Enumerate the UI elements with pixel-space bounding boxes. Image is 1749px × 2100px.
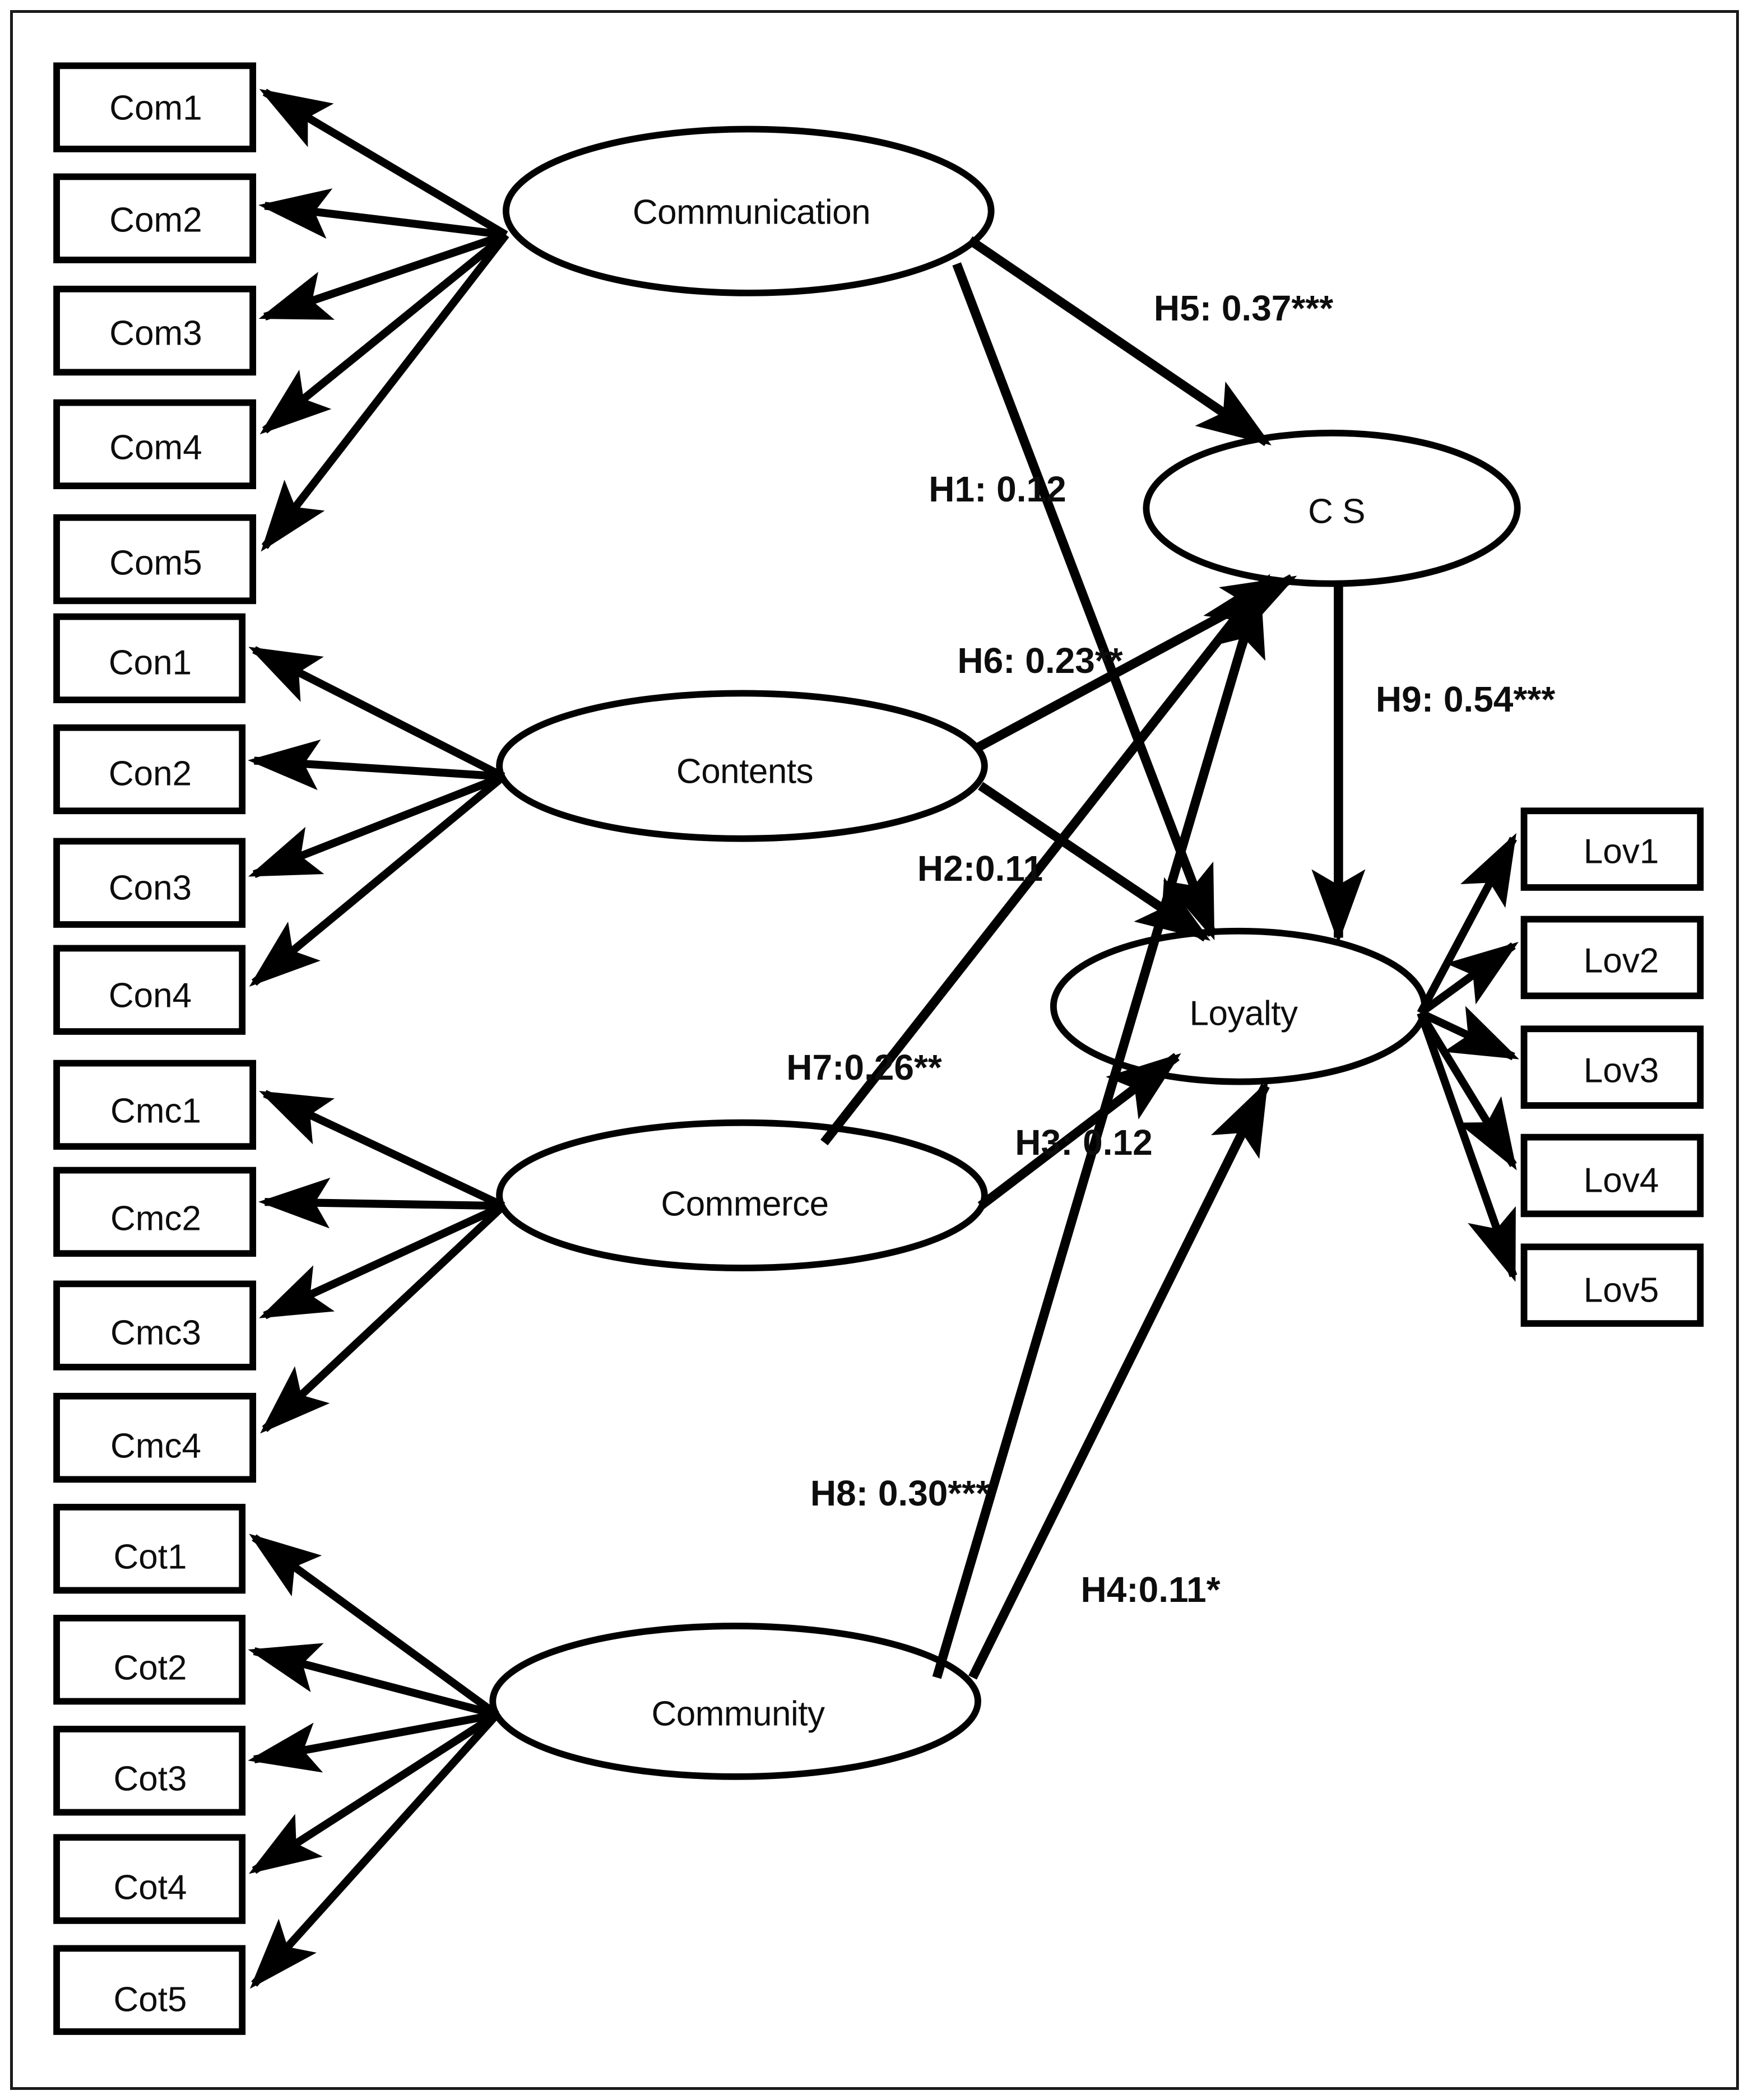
latent-label-community: Community	[651, 1694, 825, 1734]
latent-label-contents: Contents	[676, 752, 814, 791]
indicator-box-group-communication	[53, 62, 257, 605]
indicator-label: Cot3	[113, 1759, 187, 1799]
indicator-label: Lov3	[1583, 1051, 1659, 1090]
indicator-box	[1520, 1243, 1704, 1327]
structural-path-h1	[952, 262, 1217, 941]
indicator-label: Cmc1	[110, 1091, 201, 1131]
indicator-box	[53, 945, 246, 1035]
structural-path-h4	[968, 1080, 1270, 1680]
sem-diagram-canvas	[53, 62, 1704, 2035]
indicator-label: Cmc3	[110, 1313, 201, 1353]
latent-ellipse-community	[489, 1623, 981, 1780]
indicator-box	[53, 838, 246, 928]
indicator-box	[53, 1280, 257, 1370]
indicator-box	[1520, 807, 1704, 891]
indicator-box	[53, 613, 246, 704]
indicator-label: Com2	[109, 201, 202, 240]
path-label-h4: H4:0.11*	[1080, 1569, 1221, 1610]
latent-label-communication: Communication	[632, 193, 871, 232]
path-label-h6: H6: 0.23**	[957, 640, 1123, 681]
indicator-label: Lov5	[1583, 1271, 1659, 1310]
indicator-box	[53, 1945, 246, 2035]
indicator-label: Cmc4	[110, 1427, 201, 1466]
indicator-box	[53, 1392, 257, 1483]
path-label-h1: H1: 0.12	[929, 469, 1066, 509]
latent-ellipse-commerce	[496, 1119, 988, 1271]
indicator-box	[53, 1834, 246, 1924]
indicator-label: Com4	[109, 428, 202, 467]
path-label-h8: H8: 0.30***	[810, 1473, 990, 1513]
latent-ellipse-communication	[503, 126, 995, 296]
indicator-box	[53, 1503, 246, 1594]
indicator-label: Con1	[108, 643, 192, 682]
latent-label-cs: C S	[1308, 492, 1365, 531]
indicator-box	[53, 724, 246, 815]
structural-path-h8	[932, 582, 1265, 1679]
indicator-label: Com5	[109, 543, 202, 583]
indicator-label: Com1	[109, 89, 202, 128]
indicator-box-group-commerce	[53, 1060, 257, 1483]
loading-arrows-commerce	[258, 1090, 507, 1434]
indicator-box	[53, 285, 257, 376]
diagram-frame: Com1 Com2 Com3 Com4 Com5 Con1 Con2 Con3 …	[10, 10, 1739, 2090]
structural-path-h2	[978, 782, 1211, 942]
indicator-label: Con3	[108, 868, 192, 908]
loading-arrows-community	[248, 1534, 500, 1989]
path-label-h2: H2:0.11	[917, 848, 1043, 889]
indicator-box	[53, 1726, 246, 1816]
indicator-label: Lov1	[1583, 832, 1659, 871]
indicator-label: Cmc2	[110, 1199, 201, 1238]
indicator-box	[53, 514, 257, 605]
indicator-label: Cot1	[113, 1537, 187, 1577]
latent-ellipse-cs	[1143, 429, 1521, 587]
indicator-box	[53, 399, 257, 490]
latent-label-commerce: Commerce	[661, 1184, 829, 1224]
indicator-label: Cot2	[113, 1648, 187, 1688]
indicator-box	[53, 62, 257, 152]
indicator-label: Lov2	[1583, 941, 1659, 981]
loading-arrows-contents	[248, 646, 506, 987]
indicator-box	[1520, 916, 1704, 1000]
structural-path-h5	[967, 236, 1272, 447]
structural-path-h7	[820, 574, 1271, 1146]
indicator-box	[53, 173, 257, 263]
indicator-box-group-contents	[53, 613, 246, 1035]
indicator-box-group-community	[53, 1503, 246, 2035]
indicator-label: Con4	[108, 976, 192, 1015]
indicator-label: Con2	[108, 754, 192, 793]
indicator-box	[1520, 1025, 1704, 1109]
indicator-label: Com3	[109, 314, 202, 353]
indicator-box	[1520, 1133, 1704, 1218]
indicator-label: Lov4	[1583, 1161, 1659, 1200]
path-label-h3: H3: 0.12	[1015, 1122, 1153, 1163]
loading-arrows-communication	[258, 89, 509, 552]
loading-arrows-loyalty	[1417, 833, 1519, 1282]
latent-ellipse-loyalty	[1050, 927, 1428, 1085]
indicator-box-group-loyalty	[1520, 807, 1704, 1327]
indicator-box	[53, 1060, 257, 1150]
indicator-box	[53, 1167, 257, 1257]
indicator-box	[53, 1615, 246, 1705]
indicator-label: Cot4	[113, 1868, 187, 1907]
path-label-h9: H9: 0.54***	[1375, 679, 1556, 719]
structural-path-h3	[977, 1053, 1181, 1210]
path-label-h5: H5: 0.37***	[1153, 288, 1334, 328]
latent-ellipse-contents	[496, 690, 988, 842]
indicator-label: Cot5	[113, 1980, 187, 2019]
path-label-h7: H7:0.26**	[786, 1047, 942, 1088]
latent-label-loyalty: Loyalty	[1189, 994, 1298, 1033]
